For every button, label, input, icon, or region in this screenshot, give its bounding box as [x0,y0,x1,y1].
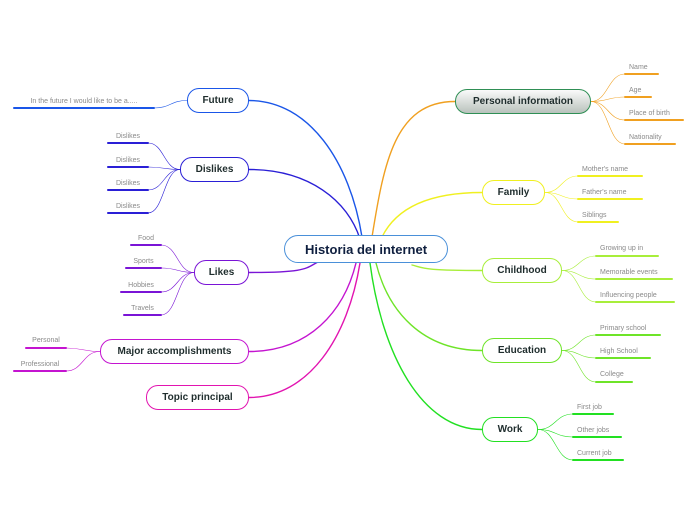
likes-leaf-label[interactable]: Travels [131,305,154,312]
personal-leaf-label[interactable]: Age [629,87,642,94]
dislikes-leaf-connector [147,169,181,191]
likes-node[interactable]: Likes [194,260,249,285]
dislikes-leaf-label[interactable]: Dislikes [115,180,141,187]
education-node[interactable]: Education [482,338,562,363]
work-leaf-label[interactable]: Current job [577,450,612,457]
likes-leaf-connector [160,244,195,273]
likes-leaf-label[interactable]: Sports [133,258,154,265]
dislikes-leaf-label[interactable]: Dislikes [115,133,141,140]
education-leaf-label[interactable]: High School [600,348,638,355]
family-leaf-connector [544,192,579,223]
future-connector [248,99,363,238]
education-leaf-label[interactable]: Primary school [600,325,647,332]
childhood-connector [411,264,483,272]
likes-leaf-connector [160,267,195,273]
future-node[interactable]: Future [187,88,249,113]
work-node[interactable]: Work [482,417,538,442]
dislikes-leaf-label[interactable]: Dislikes [115,157,141,164]
dislikes-leaf-connector [147,166,181,170]
childhood-leaf-label[interactable]: Growing up in [600,245,644,252]
family-leaf-label[interactable]: Siblings [582,212,607,219]
childhood-leaf-connector [561,270,597,280]
likes-leaf-label[interactable]: Food [138,235,154,242]
major-node[interactable]: Major accomplishments [100,339,249,364]
likes-leaf-label[interactable]: Hobbies [128,282,154,289]
work-connector [369,262,483,431]
topic-connector [248,262,361,399]
education-connector [375,262,483,352]
likes-leaf-connector [160,272,195,293]
education-leaf-label[interactable]: College [600,371,624,378]
personal-leaf-label[interactable]: Name [629,64,648,71]
childhood-leaf-connector [561,255,597,271]
family-leaf-label[interactable]: Father's name [582,189,627,196]
work-leaf-label[interactable]: First job [577,404,602,411]
dislikes-leaf-connector [147,169,181,214]
likes-connector [248,261,319,274]
personal-leaf-label[interactable]: Nationality [629,134,662,141]
work-leaf-connector [537,429,574,438]
family-leaf-connector [544,192,579,200]
childhood-node[interactable]: Childhood [482,258,562,283]
future-leaf-label[interactable]: In the future I would like to be a..... [30,98,138,105]
dislikes-leaf-label[interactable]: Dislikes [115,203,141,210]
family-leaf-label[interactable]: Mother's name [582,166,629,173]
major-leaf-label[interactable]: Personal [32,337,60,344]
family-leaf-connector [544,175,579,193]
personal-leaf-connector [590,96,626,102]
childhood-leaf-label[interactable]: Memorable events [600,269,658,276]
work-leaf-connector [537,413,574,430]
childhood-leaf-connector [561,270,597,303]
education-leaf-connector [561,334,597,351]
personal-node[interactable]: Personal information [455,89,591,114]
work-leaf-label[interactable]: Other jobs [577,427,610,434]
dislikes-connector [248,168,361,240]
likes-leaf-connector [160,272,195,316]
major-connector [248,262,357,353]
work-leaf-connector [537,429,574,461]
central-topic-node[interactable]: Historia del internet [284,235,448,263]
personal-leaf-label[interactable]: Place of birth [629,110,670,117]
education-leaf-connector [561,350,597,383]
future-leaf-connector [153,100,188,109]
major-leaf-connector [65,347,101,352]
personal-leaf-connector [590,101,626,145]
education-leaf-connector [561,350,597,359]
major-leaf-connector [65,351,101,372]
childhood-leaf-label[interactable]: Influencing people [600,292,657,299]
dislikes-leaf-connector [147,142,181,170]
personal-leaf-connector [590,73,626,102]
family-connector [381,191,483,238]
personal-connector [371,100,456,238]
personal-leaf-connector [590,101,626,121]
topic-node[interactable]: Topic principal [146,385,249,410]
dislikes-node[interactable]: Dislikes [180,157,249,182]
family-node[interactable]: Family [482,180,545,205]
major-leaf-label[interactable]: Professional [20,361,60,368]
